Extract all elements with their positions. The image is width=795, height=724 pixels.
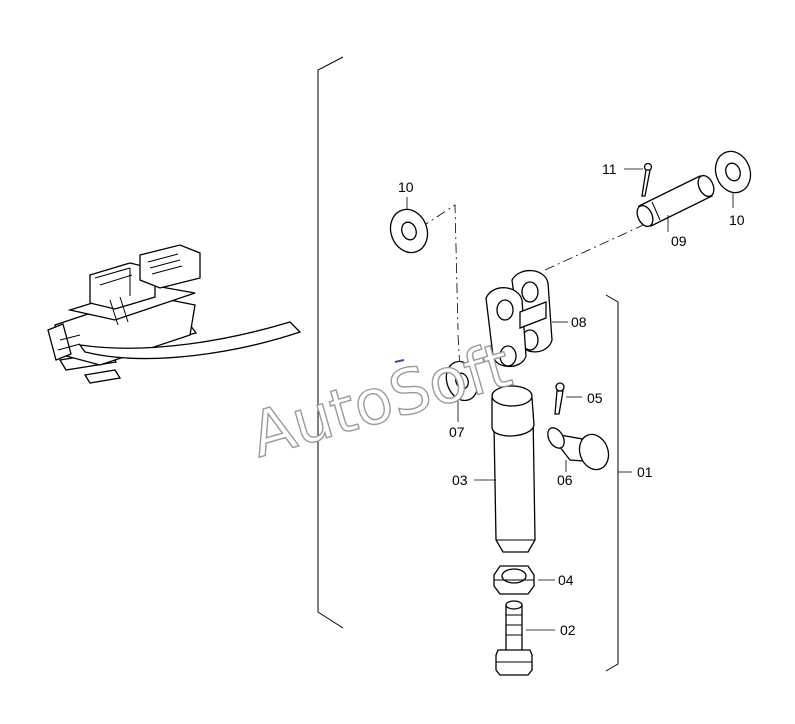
label-01: 01 (637, 464, 653, 480)
watermark: AutoSoft (243, 328, 519, 472)
position-marker (394, 359, 405, 363)
cotter-pin-11 (641, 162, 653, 197)
bolt-02 (495, 600, 533, 676)
subassembly-bracket-01 (605, 294, 619, 672)
label-07: 07 (449, 424, 465, 440)
label-09: 09 (671, 233, 687, 249)
cotter-pin-05 (554, 382, 565, 415)
label-05: 05 (587, 390, 603, 406)
callout-curve (78, 321, 302, 360)
assembly-bracket (317, 56, 344, 629)
label-04: 04 (558, 572, 574, 588)
label-10-left: 10 (398, 179, 414, 195)
nut-04 (493, 565, 535, 595)
pin-09 (636, 174, 715, 228)
tube-03 (491, 385, 536, 553)
clevis-bracket-08 (485, 269, 553, 368)
label-02: 02 (560, 622, 576, 638)
label-11: 11 (602, 161, 617, 177)
label-06: 06 (557, 472, 573, 488)
clevis-pin-06 (547, 427, 610, 471)
washer-10-right (714, 150, 752, 194)
label-03: 03 (452, 472, 468, 488)
label-08: 08 (571, 314, 587, 330)
label-10-right: 10 (729, 212, 745, 228)
washer-10-left (389, 208, 429, 254)
washer-07 (445, 360, 479, 402)
machine-overview-image (47, 244, 201, 384)
